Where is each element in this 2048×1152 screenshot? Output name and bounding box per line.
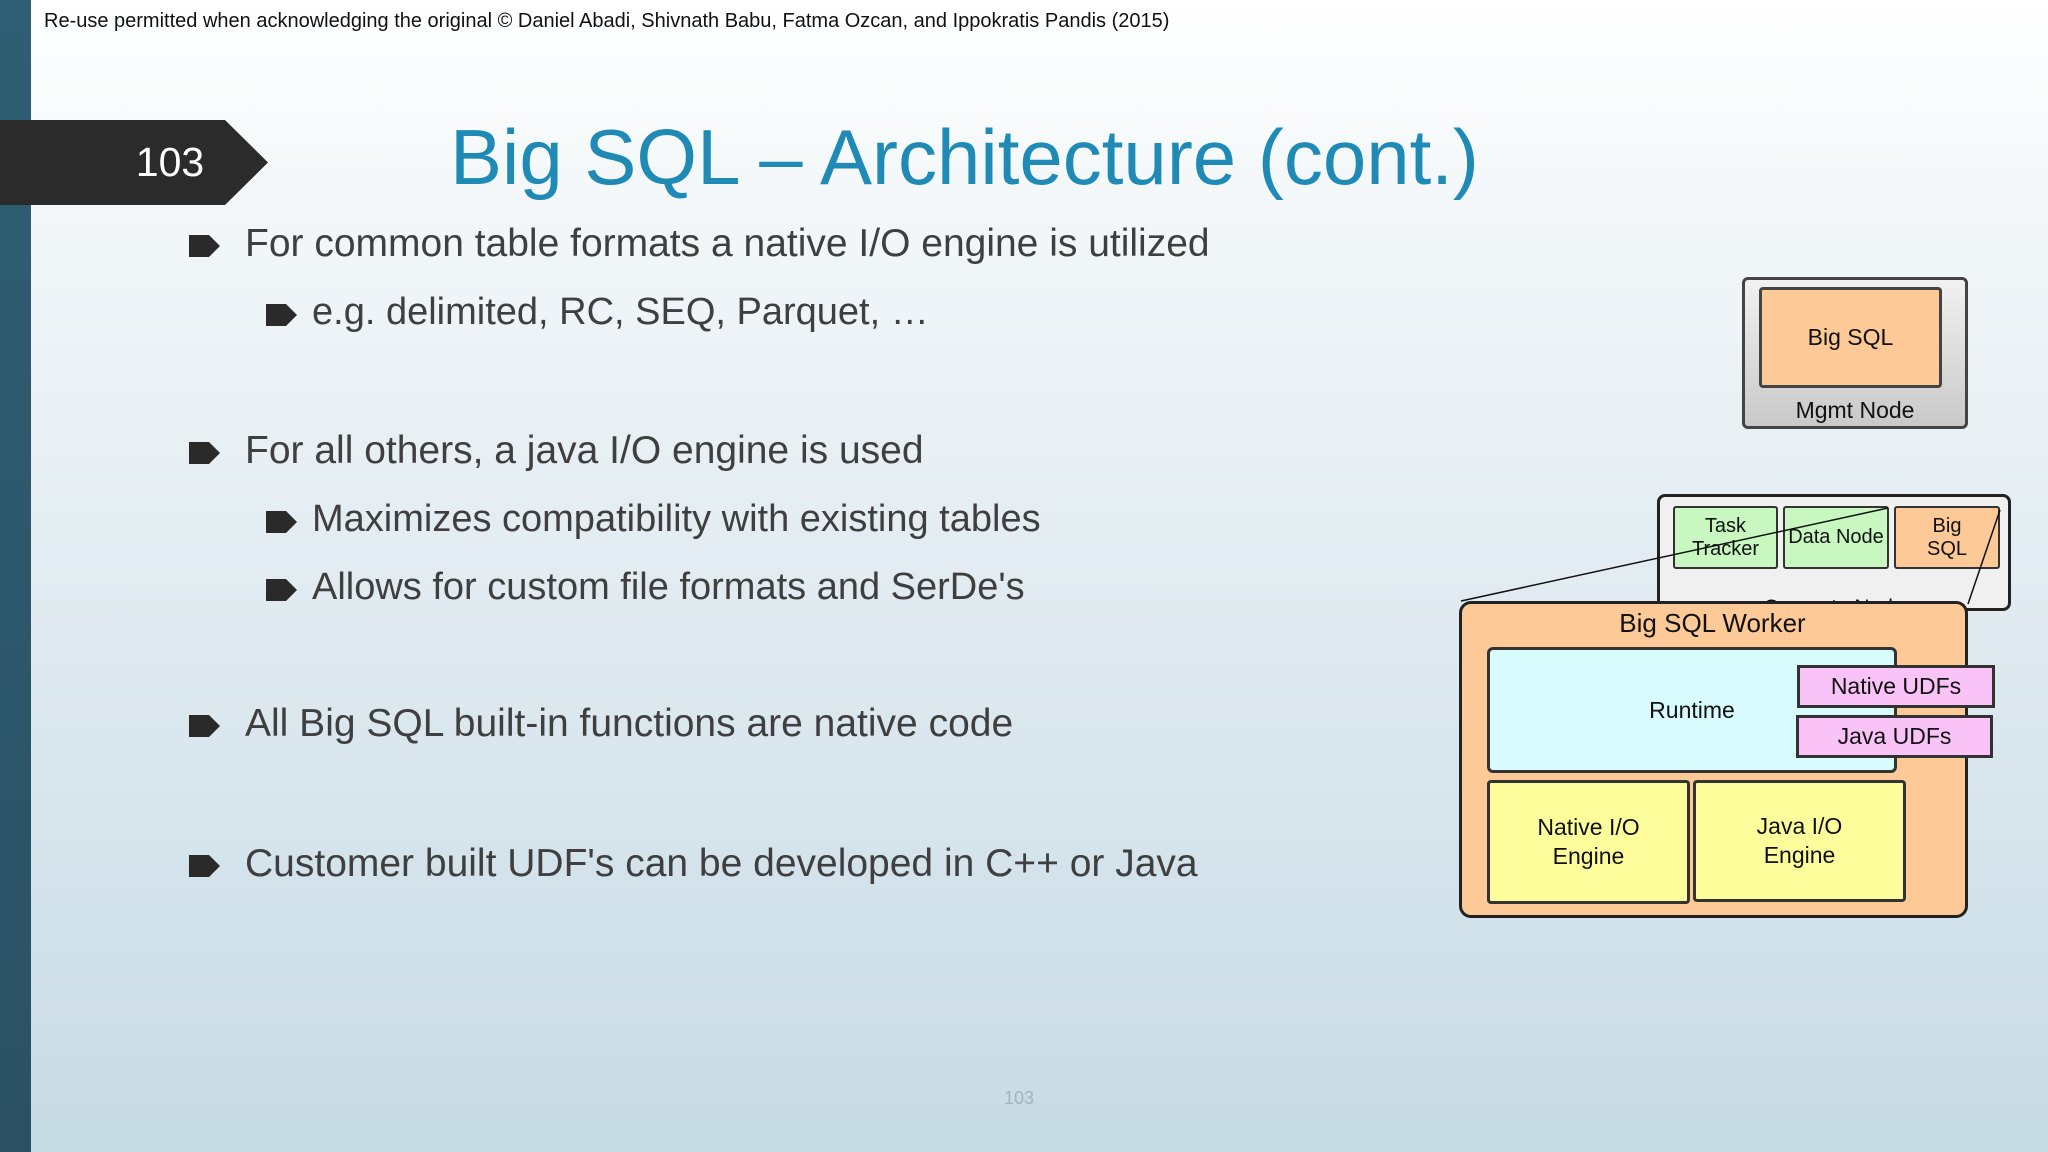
arrow-bullet-icon [189,442,220,464]
task-tracker-box: Task Tracker [1673,506,1778,569]
arrow-bullet-icon [266,511,297,533]
bullet-text: Allows for custom file formats and SerDe… [312,566,1025,608]
bullet-text: e.g. delimited, RC, SEQ, Parquet, … [312,291,929,333]
java-udfs-label: Java UDFs [1837,723,1952,749]
java-io-label-line2: Engine [1763,842,1836,868]
bullet-item: All Big SQL built-in functions are nativ… [189,702,1013,746]
java-udfs-box: Java UDFs [1796,715,1993,758]
java-io-engine-box: Java I/O Engine [1693,780,1906,902]
bullet-text: Customer built UDF's can be developed in… [245,842,1198,885]
footer-page-number: 103 [1004,1088,1035,1108]
slide-number-tab: 103 [0,120,268,205]
compute-big-sql-label-line2: SQL [1926,537,1968,560]
bullet-item: Customer built UDF's can be developed in… [189,842,1198,886]
bullet-text: Maximizes compatibility with existing ta… [312,498,1041,540]
bullet-item: Allows for custom file formats and SerDe… [266,566,1025,609]
bullet-item: Maximizes compatibility with existing ta… [266,498,1041,541]
java-io-label-line1: Java I/O [1756,813,1843,839]
arrow-bullet-icon [189,235,220,257]
slide-title: Big SQL – Architecture (cont.) [450,113,1479,201]
data-node-label: Data Node [1788,526,1884,548]
arrow-bullet-icon [189,855,220,877]
copyright-notice: Re-use permitted when acknowledging the … [44,10,1170,32]
bullet-text: All Big SQL built-in functions are nativ… [245,702,1014,745]
compute-big-sql-box: Big SQL [1894,506,2000,569]
compute-big-sql-label-line1: Big [1932,514,1962,537]
bullet-item: For all others, a java I/O engine is use… [189,429,924,473]
arrow-bullet-icon [189,715,220,737]
runtime-label: Runtime [1649,696,1735,723]
mgmt-node-label: Mgmt Node [1795,397,1915,423]
bullet-text: For common table formats a native I/O en… [245,222,1210,265]
arrow-bullet-icon [266,579,297,601]
native-io-engine-box: Native I/O Engine [1487,780,1690,904]
native-udfs-box: Native UDFs [1797,665,1995,708]
mgmt-big-sql-box: Big SQL [1759,287,1942,388]
slide-number-text: 103 [135,139,205,185]
bullet-item: e.g. delimited, RC, SEQ, Parquet, … [266,291,929,334]
bullet-text: For all others, a java I/O engine is use… [245,429,924,472]
task-tracker-label-line2: Tracker [1691,537,1760,560]
slide-number-tab-shape [0,120,268,205]
big-sql-worker-label: Big SQL Worker [1619,608,1806,638]
slide-number: 103 [0,120,340,205]
mgmt-big-sql-label: Big SQL [1807,324,1894,350]
native-io-label-line2: Engine [1552,843,1625,869]
native-io-label-line1: Native I/O [1537,814,1640,840]
bullet-item: For common table formats a native I/O en… [189,222,1210,266]
arrow-bullet-icon [266,304,297,326]
task-tracker-label-line1: Task [1704,514,1747,537]
data-node-box: Data Node [1783,506,1889,569]
native-udfs-label: Native UDFs [1830,673,1962,699]
